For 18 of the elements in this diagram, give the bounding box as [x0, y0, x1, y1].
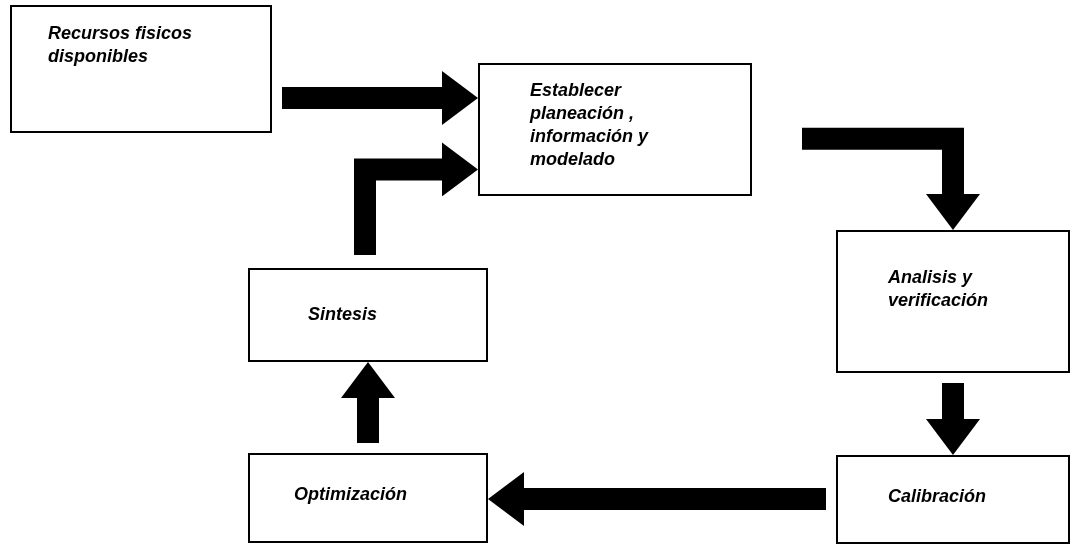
block-arrow [282, 71, 478, 125]
process-box [478, 63, 752, 196]
process-box [836, 455, 1070, 544]
block-arrow [802, 127, 980, 230]
box-label: Sintesis [308, 303, 379, 326]
box-label: Optimización [294, 483, 408, 506]
process-box [248, 268, 488, 362]
block-arrow [926, 383, 980, 455]
box-label: Analisis y verificación [888, 266, 990, 312]
box-label: Recursos fisicos disponibles [48, 22, 194, 68]
process-box [248, 453, 488, 543]
process-box [10, 5, 272, 133]
process-box [836, 230, 1070, 373]
box-label: Calibración [888, 485, 988, 508]
box-label: Establecer planeación , información y modelado [530, 79, 650, 171]
block-arrow [354, 142, 478, 255]
block-arrow [488, 472, 826, 526]
block-arrow [341, 362, 395, 443]
